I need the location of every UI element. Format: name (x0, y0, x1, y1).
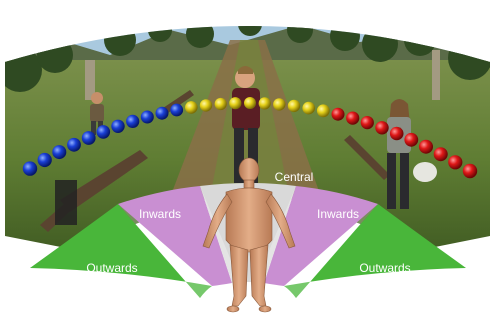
label-outwards-right: Outwards (359, 261, 410, 275)
sphere-yellow (229, 97, 241, 109)
sphere-blue (52, 145, 66, 159)
sphere-blue (23, 161, 37, 175)
sphere-blue (97, 125, 111, 139)
sphere-red (346, 112, 359, 125)
label-inwards-left: Inwards (139, 207, 181, 221)
sphere-blue (67, 138, 81, 152)
sphere-blue (38, 153, 52, 167)
sphere-red (419, 140, 433, 154)
sphere-yellow (185, 101, 198, 114)
user-position-cutout (196, 283, 300, 308)
sphere-blue (170, 104, 183, 117)
sphere-blue (111, 120, 124, 133)
sphere-red (390, 127, 404, 141)
sphere-blue (141, 111, 154, 124)
sphere-yellow (215, 98, 227, 110)
label-outwards-left: Outwards (86, 261, 137, 275)
sphere-yellow (259, 97, 271, 109)
sphere-yellow (244, 97, 256, 109)
sphere-red (448, 155, 462, 169)
sphere-blue (156, 107, 169, 120)
sphere-red (332, 108, 345, 121)
sphere-yellow (317, 104, 330, 117)
label-inwards-right: Inwards (317, 207, 359, 221)
sphere-red (434, 147, 448, 161)
sphere-blue (82, 131, 96, 145)
sphere-red (375, 121, 388, 134)
sphere-yellow (200, 99, 212, 111)
sphere-yellow (273, 98, 285, 110)
sphere-yellow (302, 102, 315, 115)
sphere-red (404, 133, 418, 147)
sphere-red (463, 164, 477, 178)
label-central: Central (275, 170, 314, 184)
sphere-blue (126, 115, 139, 128)
sphere-yellow (288, 100, 300, 112)
sphere-red (361, 116, 374, 129)
